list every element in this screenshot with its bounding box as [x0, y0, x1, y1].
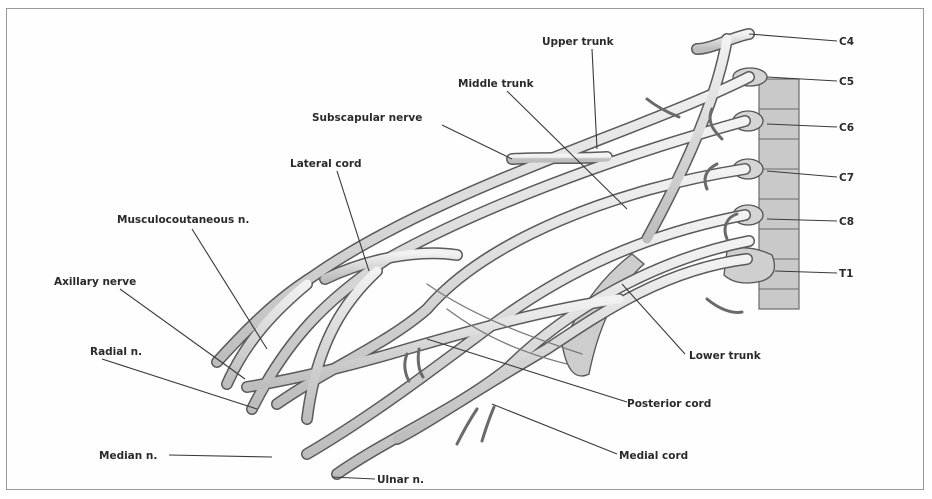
vertebral-column — [562, 68, 799, 376]
leader-axillary — [120, 289, 245, 379]
label-median: Median n. — [99, 450, 157, 462]
label-c6: C6 — [839, 122, 854, 134]
diagram-frame: C4 C5 C6 C7 C8 T1 Upper trunk Middle tru… — [6, 8, 924, 490]
leader-subscapular — [442, 125, 512, 159]
label-upper-trunk: Upper trunk — [542, 36, 615, 48]
label-musculocutaneous: Musculocoutaneous n. — [117, 214, 249, 226]
label-c5: C5 — [839, 76, 854, 88]
label-axillary-nerve: Axillary nerve — [54, 276, 136, 288]
brachial-plexus-diagram: C4 C5 C6 C7 C8 T1 Upper trunk Middle tru… — [7, 9, 923, 489]
label-middle-trunk: Middle trunk — [458, 78, 535, 90]
label-c8: C8 — [839, 216, 854, 228]
label-radial: Radial n. — [90, 346, 142, 358]
label-subscapular-nerve: Subscapular nerve — [312, 112, 422, 124]
leader-c4 — [749, 34, 837, 41]
leader-medial-cord — [492, 404, 617, 454]
leader-median — [169, 455, 272, 457]
label-lower-trunk: Lower trunk — [689, 350, 762, 362]
label-c4: C4 — [839, 36, 854, 48]
label-ulnar: Ulnar n. — [377, 474, 424, 486]
leader-musculocutaneous — [192, 229, 267, 349]
label-c7: C7 — [839, 172, 854, 184]
label-medial-cord: Medial cord — [619, 450, 688, 462]
label-posterior-cord: Posterior cord — [627, 398, 711, 410]
leader-lower-trunk — [622, 284, 685, 354]
leader-upper-trunk — [592, 49, 597, 149]
label-lateral-cord: Lateral cord — [290, 158, 362, 170]
label-t1: T1 — [839, 268, 853, 280]
